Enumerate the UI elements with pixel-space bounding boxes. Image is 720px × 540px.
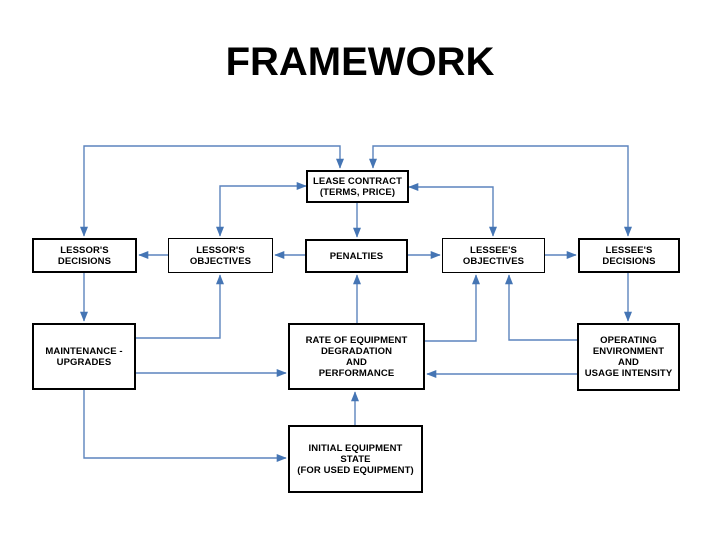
edge-lease-contract-lessees-decisions <box>369 145 632 237</box>
box-penalties: PENALTIES <box>305 239 408 273</box>
box-label: LESSEE'S OBJECTIVES <box>462 244 525 267</box>
edge-rate-lessees-objectives <box>425 274 480 342</box>
box-label: LESSEE'S DECISIONS <box>602 244 656 267</box>
box-lessors-objectives: LESSOR'S OBJECTIVES <box>168 238 273 273</box>
box-rate-of-degradation: RATE OF EQUIPMENT DEGRADATION AND PERFOR… <box>288 323 425 390</box>
box-label: LESSOR'S DECISIONS <box>57 244 112 267</box>
box-label: RATE OF EQUIPMENT DEGRADATION AND PERFOR… <box>305 334 408 379</box>
box-lessees-decisions: LESSEE'S DECISIONS <box>578 238 680 273</box>
box-lessors-decisions: LESSOR'S DECISIONS <box>32 238 137 273</box>
box-label: LESSOR'S OBJECTIVES <box>189 244 252 267</box>
edge-operating-lessees-objectives <box>505 274 577 341</box>
box-label: INITIAL EQUIPMENT STATE (FOR USED EQUIPM… <box>297 442 414 476</box>
edge-lessors-objectives-lease-contract <box>216 182 307 237</box>
edge-maintenance-initial <box>83 390 287 462</box>
page-title: FRAMEWORK <box>225 40 495 84</box>
box-lessees-objectives: LESSEE'S OBJECTIVES <box>442 238 545 273</box>
edge-lease-contract-lessors-decisions <box>80 145 344 237</box>
box-label: OPERATING ENVIRONMENT AND USAGE INTENSIT… <box>584 335 673 379</box>
box-initial-equipment-state: INITIAL EQUIPMENT STATE (FOR USED EQUIPM… <box>288 425 423 493</box>
box-operating-environment: OPERATING ENVIRONMENT AND USAGE INTENSIT… <box>577 323 680 391</box>
box-label: MAINTENANCE - UPGRADES <box>45 345 123 368</box>
box-lease-contract: LEASE CONTRACT (TERMS, PRICE) <box>306 170 409 203</box>
box-label: LEASE CONTRACT (TERMS, PRICE) <box>312 175 402 198</box>
edge-lessees-objectives-lease-contract <box>408 183 497 237</box>
box-label: PENALTIES <box>329 250 384 262</box>
box-maintenance-upgrades: MAINTENANCE - UPGRADES <box>32 323 136 390</box>
edge-maintenance-lessors-objectives <box>136 274 224 339</box>
